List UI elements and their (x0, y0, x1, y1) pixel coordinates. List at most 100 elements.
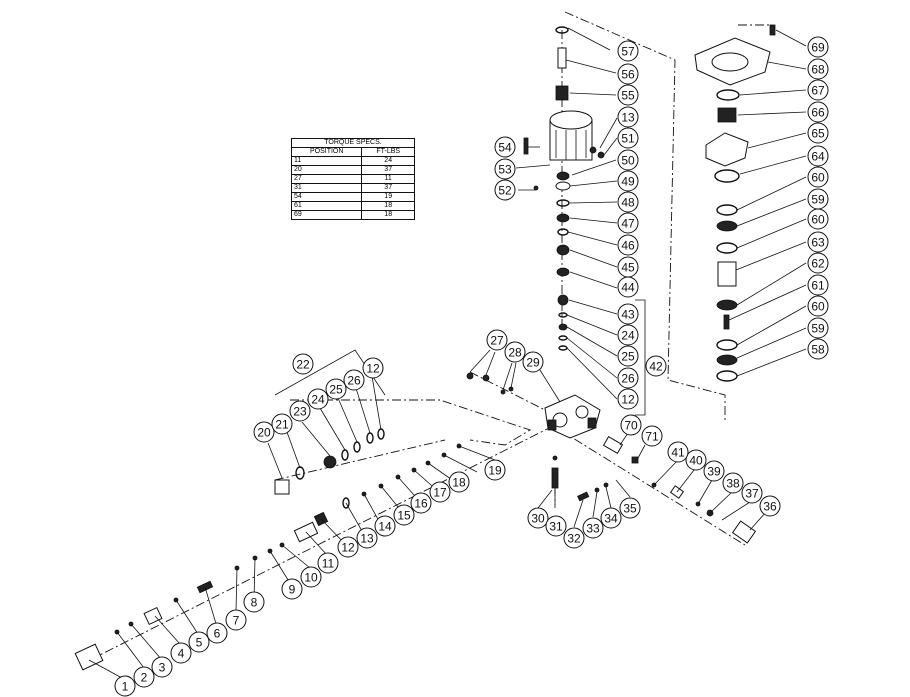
callout-69: 69 (807, 36, 829, 58)
callout-27: 27 (486, 329, 508, 351)
callout-number: 13 (621, 111, 635, 125)
callout-circle (807, 338, 829, 360)
callout-number: 59 (811, 193, 825, 207)
callout-circle (617, 212, 639, 234)
callout-33: 33 (582, 517, 604, 539)
callout-number: 10 (304, 571, 318, 585)
callout-64: 64 (807, 145, 829, 167)
callout-47: 47 (617, 212, 639, 234)
callout-number: 17 (433, 486, 447, 500)
callout-number: 2 (141, 671, 148, 685)
callout-circle (807, 58, 829, 80)
callout-number: 47 (621, 217, 635, 231)
callout-circle (343, 369, 365, 391)
callout-52: 52 (494, 179, 516, 201)
callout-42: 42 (645, 355, 667, 377)
torque-cell: 37 (361, 183, 415, 193)
callout-circle (617, 106, 639, 128)
group-22-bracket (274, 349, 386, 396)
callout-number: 12 (366, 362, 380, 376)
left-assembly-parts (74, 372, 757, 671)
callout-5: 5 (188, 631, 210, 653)
callout-number: 53 (498, 163, 512, 177)
callout-36: 36 (759, 495, 781, 517)
torque-table-title: TORQUE SPECS. (291, 138, 415, 148)
torque-cell: 24 (361, 156, 415, 166)
torque-table-header-row: POSITION FT-LBS (290, 147, 415, 157)
callout-circle (617, 191, 639, 213)
callout-circle (504, 341, 526, 363)
callout-24: 24 (617, 324, 639, 346)
callout-7: 7 (225, 609, 247, 631)
callout-number: 46 (621, 239, 635, 253)
callout-circle (448, 471, 470, 493)
position-cell: 54 (290, 192, 363, 202)
callout-22: 22 (292, 353, 314, 375)
callout-13: 13 (356, 527, 378, 549)
callout-43: 43 (617, 303, 639, 325)
callout-number: 29 (526, 356, 540, 370)
callout-45: 45 (617, 256, 639, 278)
callout-circle (253, 421, 275, 443)
callout-balloons: 1234567891011121314151617181920212223242… (114, 36, 829, 697)
callout-number: 70 (624, 419, 638, 433)
callout-58: 58 (807, 338, 829, 360)
callout-number: 6 (214, 627, 221, 641)
callout-number: 12 (341, 541, 355, 555)
callout-3: 3 (151, 656, 173, 678)
callout-35: 35 (619, 497, 641, 519)
callout-circle (563, 527, 585, 549)
callout-circle (429, 481, 451, 503)
callout-39: 39 (703, 460, 725, 482)
callout-circle (617, 84, 639, 106)
callout-number: 21 (275, 418, 289, 432)
callout-12: 12 (617, 388, 639, 410)
callout-53: 53 (494, 158, 516, 180)
callout-circle (206, 622, 228, 644)
callout-41: 41 (667, 441, 689, 463)
callout-circle (582, 517, 604, 539)
callout-circle (151, 656, 173, 678)
callout-number: 24 (311, 393, 325, 407)
callout-circle (362, 357, 384, 379)
callout-circle (617, 63, 639, 85)
callout-number: 43 (621, 308, 635, 322)
callout-circle (617, 127, 639, 149)
callout-4: 4 (170, 642, 192, 664)
callout-50: 50 (617, 149, 639, 171)
callout-circle (289, 400, 311, 422)
callout-number: 3 (159, 661, 166, 675)
callout-2: 2 (133, 666, 155, 688)
callout-number: 16 (414, 497, 428, 511)
callout-number: 25 (621, 350, 635, 364)
callout-14: 14 (374, 515, 396, 537)
callout-number: 5 (196, 636, 203, 650)
callout-number: 4 (178, 647, 185, 661)
callout-circle (281, 578, 303, 600)
callout-30: 30 (527, 507, 549, 529)
callout-number: 51 (621, 132, 635, 146)
callout-number: 65 (811, 127, 825, 141)
callout-19: 19 (484, 459, 506, 481)
callout-10: 10 (300, 566, 322, 588)
callout-60: 60 (807, 166, 829, 188)
callout-number: 60 (811, 300, 825, 314)
callout-circle (807, 295, 829, 317)
callout-number: 39 (707, 465, 721, 479)
callout-70: 70 (620, 414, 642, 436)
callout-circle (741, 482, 763, 504)
callout-number: 35 (623, 502, 637, 516)
callout-number: 68 (811, 63, 825, 77)
callout-circle (617, 234, 639, 256)
callout-13: 13 (617, 106, 639, 128)
callout-circle (685, 449, 707, 471)
callout-circle (667, 441, 689, 463)
callout-number: 18 (452, 476, 466, 490)
callout-number: 33 (586, 522, 600, 536)
callout-number: 60 (811, 213, 825, 227)
callout-26: 26 (343, 369, 365, 391)
callout-number: 71 (645, 430, 659, 444)
